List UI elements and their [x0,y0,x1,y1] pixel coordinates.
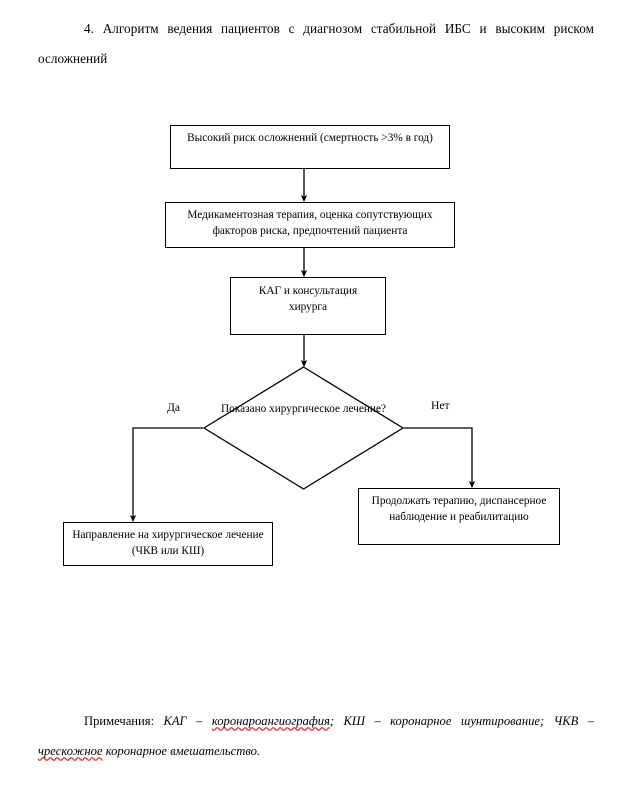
flow-node-kag-label: КАГ и консультация хирурга [258,285,358,313]
footnote-term-ksh: коронарное шунтирование [390,714,540,728]
flow-node-surgery-label: Направление на хирургическое лечение (ЧК… [72,529,264,557]
footnote-prefix: Примечания: [84,714,155,728]
footnote-term-chkv-b: коронарное вмешательство. [105,744,261,758]
flow-node-therapy: Медикаментозная терапия, оценка сопутств… [165,202,455,248]
footnote-abbr-chkv: ЧКВ [553,714,579,728]
page-title: 4. Алгоритм ведения пациентов с диагнозо… [38,21,594,66]
flow-node-surgery: Направление на хирургическое лечение (ЧК… [63,522,273,566]
footnote-dash-2: – [374,714,381,728]
footnote-abbr-ksh: КШ [343,714,366,728]
flow-node-continue-label: Продолжать терапию, диспансерное наблюде… [371,495,547,523]
footnote-term-chkv-a: чрескожное [38,744,103,758]
footnote-dash-3: – [587,714,595,728]
footnote-abbr-kag: КАГ [163,714,187,728]
footnote-term-kag: коронароангиография [211,714,330,728]
connector-yes-to-surgery [129,427,203,523]
footnote-dash-1: – [196,714,203,728]
branch-label-no: Нет [431,399,450,412]
flow-node-therapy-label: Медикаментозная терапия, оценка сопутств… [187,209,433,237]
flow-node-risk-label: Высокий риск осложнений (смертность >3% … [187,132,433,144]
footnote-sep-2: ; [539,714,545,728]
flow-node-risk: Высокий риск осложнений (смертность >3% … [170,125,450,169]
flow-node-decision: Показано хирургическое лечение? [203,366,404,490]
connector-no-to-continue [404,427,476,489]
branch-label-yes: Да [167,401,181,414]
flow-node-kag: КАГ и консультация хирурга [230,277,386,335]
flow-node-decision-label: Показано хирургическое лечение? [220,403,387,415]
decision-diamond-shape [203,366,404,490]
footnote-notes: Примечания: КАГ – коронароангиография; К… [38,706,594,766]
footnote-sep-1: ; [329,714,335,728]
flow-node-continue: Продолжать терапию, диспансерное наблюде… [358,488,560,545]
